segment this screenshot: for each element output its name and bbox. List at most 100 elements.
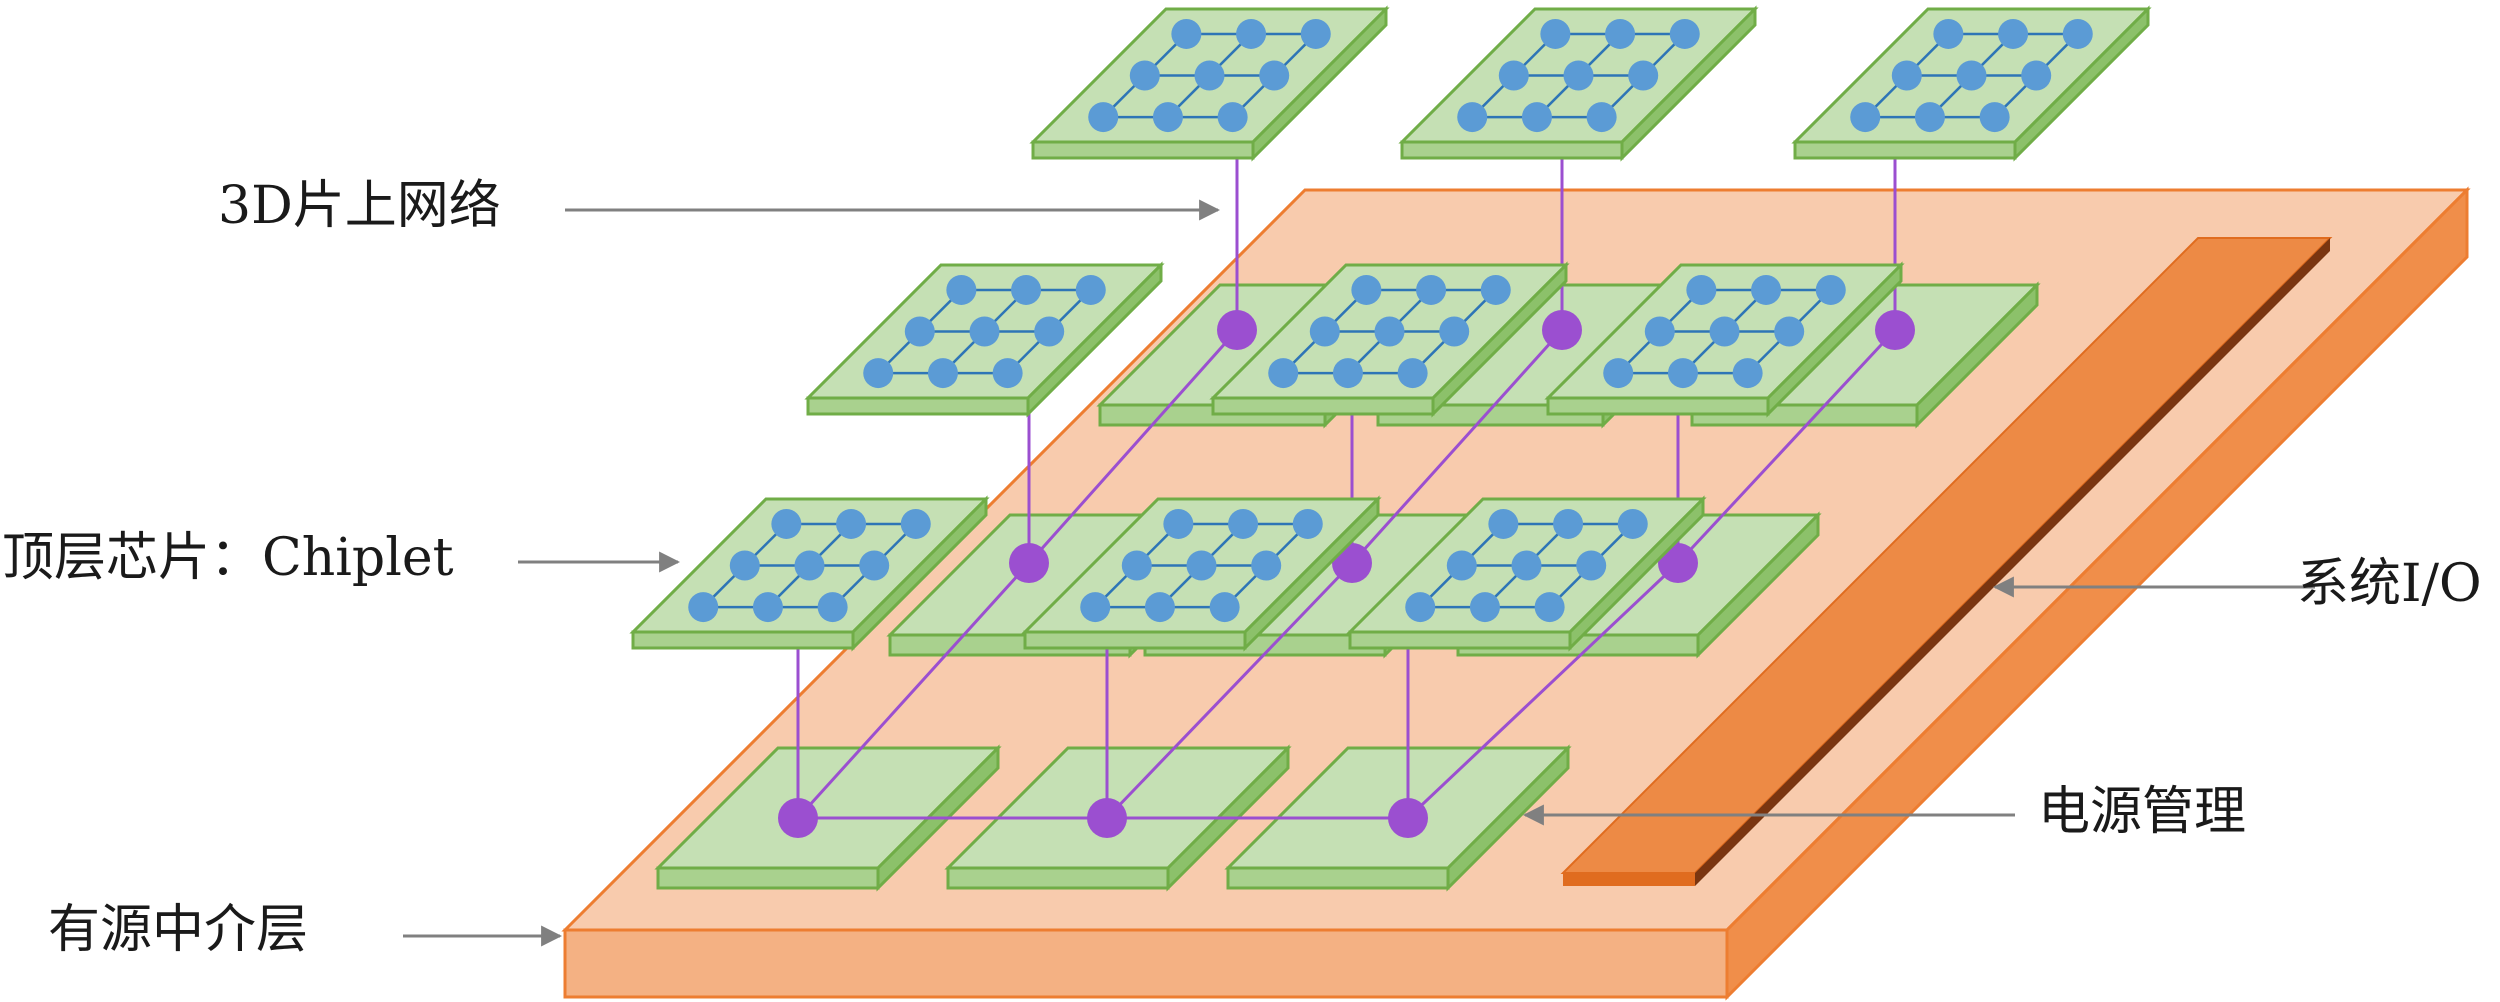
noc-node	[1480, 274, 1511, 305]
noc-node	[1815, 274, 1846, 305]
noc-node	[1603, 358, 1634, 389]
noc-node	[1488, 508, 1519, 539]
system-io-bar	[1560, 237, 2333, 886]
chiplet-base-tile	[1688, 281, 2041, 429]
chiplet	[1791, 5, 2152, 162]
noc-node	[1186, 550, 1217, 581]
label-system-io: 系统I/O	[2297, 554, 2482, 614]
chiplet	[1398, 5, 1759, 162]
noc-node	[1209, 592, 1240, 623]
router-node	[1087, 798, 1127, 838]
noc-node	[992, 358, 1023, 389]
noc-node	[1751, 274, 1782, 305]
noc-node	[900, 508, 931, 539]
chiplet	[804, 261, 1165, 418]
noc-node	[969, 316, 1000, 347]
noc-node	[1605, 18, 1636, 49]
noc-node	[927, 358, 958, 389]
chiplet	[629, 495, 990, 652]
noc-node	[1351, 274, 1382, 305]
chiplet	[1209, 261, 1570, 418]
router-node	[1875, 310, 1915, 350]
noc-node	[1667, 358, 1698, 389]
noc-node	[752, 592, 783, 623]
noc-node	[1774, 316, 1805, 347]
noc-node	[1709, 316, 1740, 347]
noc-node	[1034, 316, 1065, 347]
noc-node	[817, 592, 848, 623]
annotation-arrows	[403, 199, 2315, 947]
noc-node	[1080, 592, 1111, 623]
router-node	[1009, 543, 1049, 583]
noc-node	[2021, 60, 2052, 91]
chiplet	[1346, 495, 1707, 652]
noc-node	[1075, 274, 1106, 305]
noc-node	[1251, 550, 1282, 581]
noc-node	[1669, 18, 1700, 49]
noc-node	[1152, 102, 1183, 133]
noc-node	[1300, 18, 1331, 49]
noc-node	[1405, 592, 1436, 623]
mesh-network	[688, 508, 931, 623]
noc-node	[1217, 102, 1248, 133]
noc-node	[1129, 60, 1160, 91]
noc-node	[1686, 274, 1717, 305]
noc-node	[904, 316, 935, 347]
noc-node	[1498, 60, 1529, 91]
chiplet	[1544, 261, 1905, 418]
noc-node	[1511, 550, 1542, 581]
mesh-network	[1080, 508, 1323, 623]
mesh-network	[1268, 274, 1511, 389]
noc-node	[688, 592, 719, 623]
noc-node	[1268, 358, 1299, 389]
label-interposer: 有源中介层	[48, 900, 309, 960]
label-power-mgmt: 电源管理	[2038, 782, 2247, 842]
chiplets	[629, 5, 2152, 652]
noc-node	[1534, 592, 1565, 623]
mesh-network	[1457, 18, 1700, 133]
noc-node	[1121, 550, 1152, 581]
noc-node	[1332, 358, 1363, 389]
noc-node	[1194, 60, 1225, 91]
label-chiplet: 顶层芯片：Chiplet	[2, 528, 454, 588]
noc-node	[1259, 60, 1290, 91]
noc-node	[1576, 550, 1607, 581]
noc-node	[1292, 508, 1323, 539]
noc-node	[1011, 274, 1042, 305]
noc-node	[946, 274, 977, 305]
mesh-network	[1088, 18, 1331, 133]
noc-node	[771, 508, 802, 539]
router-node	[1658, 543, 1698, 583]
noc-node	[1644, 316, 1675, 347]
noc-node	[1446, 550, 1477, 581]
noc-node	[1236, 18, 1267, 49]
link	[796, 561, 1031, 820]
noc-node	[1309, 316, 1340, 347]
mesh-network	[863, 274, 1106, 389]
noc-node	[1553, 508, 1584, 539]
noc-node	[1521, 102, 1552, 133]
mesh-network	[1405, 508, 1648, 623]
noc-node	[794, 550, 825, 581]
link	[1027, 329, 1239, 564]
noc-node	[1850, 102, 1881, 133]
router-node	[1217, 310, 1257, 350]
noc-node	[2062, 18, 2093, 49]
mesh-network	[1850, 18, 2093, 133]
noc-node	[1563, 60, 1594, 91]
noc-node	[1228, 508, 1259, 539]
mesh-network	[1603, 274, 1846, 389]
noc-node	[1732, 358, 1763, 389]
noc-node	[1933, 18, 1964, 49]
noc-node	[1586, 102, 1617, 133]
noc-node	[1171, 18, 1202, 49]
noc-node	[1439, 316, 1470, 347]
noc-node	[1914, 102, 1945, 133]
label-3d-noc: 3D片上网络	[218, 176, 501, 236]
noc-node	[1416, 274, 1447, 305]
noc-node	[1956, 60, 1987, 91]
router-node	[1388, 798, 1428, 838]
noc-node	[1617, 508, 1648, 539]
router-node	[1542, 310, 1582, 350]
